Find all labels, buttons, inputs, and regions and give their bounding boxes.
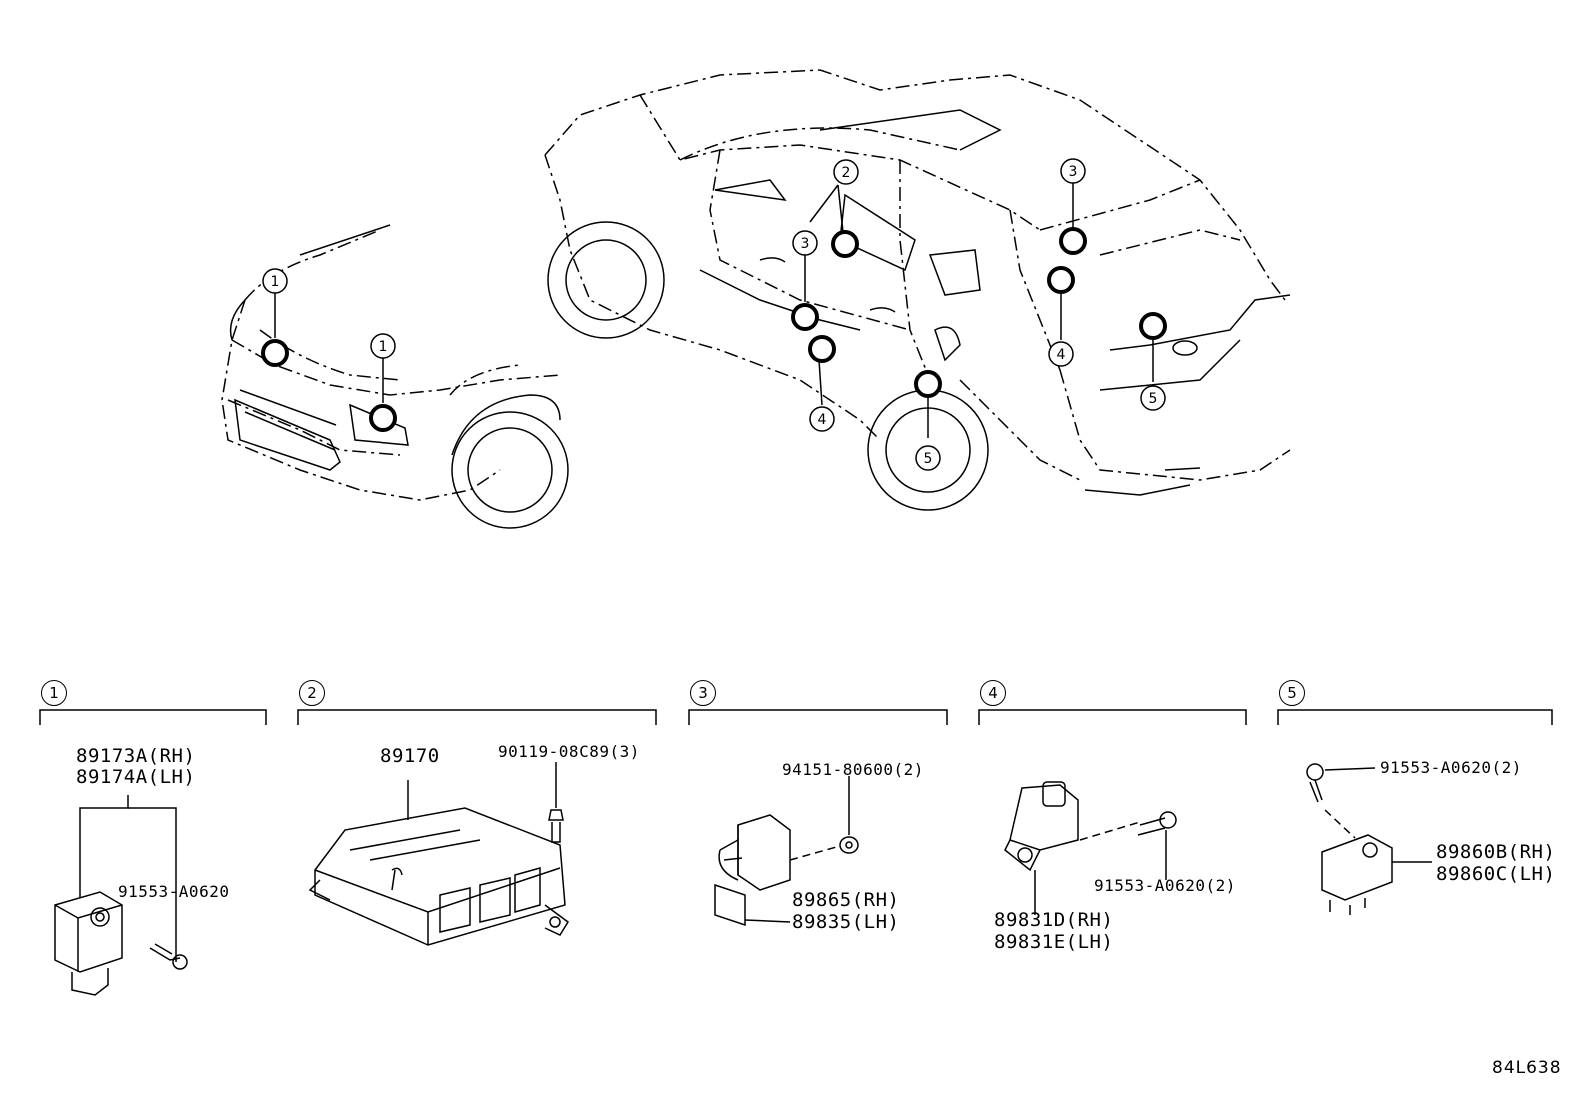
section-4-number: 4 xyxy=(980,680,1006,706)
part-91553-A0620-x2-rear: 91553-A0620(2) xyxy=(1380,758,1522,777)
part-89174A: 89174A(LH) xyxy=(76,766,196,788)
svg-text:4: 4 xyxy=(1057,347,1066,363)
part-89831D: 89831D(RH) xyxy=(994,909,1114,931)
part-89865: 89865(RH) xyxy=(792,889,900,911)
part-89831E: 89831E(LH) xyxy=(994,931,1114,953)
svg-text:3: 3 xyxy=(801,236,810,252)
svg-text:1: 1 xyxy=(379,339,388,355)
section-2-number: 2 xyxy=(299,680,325,706)
section-1-number: 1 xyxy=(41,680,67,706)
part-89170: 89170 xyxy=(380,745,440,767)
svg-text:4: 4 xyxy=(818,412,827,428)
part-89860B: 89860B(RH) xyxy=(1436,841,1556,863)
svg-text:5: 5 xyxy=(1149,391,1158,407)
section-3-number: 3 xyxy=(690,680,716,706)
part-89835: 89835(LH) xyxy=(792,911,900,933)
svg-text:5: 5 xyxy=(924,451,933,467)
part-89860C: 89860C(LH) xyxy=(1436,863,1556,885)
diagram-code: 84L638 xyxy=(1492,1058,1562,1078)
part-91553-A0620: 91553-A0620 xyxy=(118,882,230,901)
section-5-number: 5 xyxy=(1279,680,1305,706)
part-89173A: 89173A(RH) xyxy=(76,745,196,767)
svg-text:3: 3 xyxy=(1069,164,1078,180)
part-94151-80600: 94151-80600(2) xyxy=(782,760,924,779)
part-91553-A0620-x2: 91553-A0620(2) xyxy=(1094,876,1236,895)
svg-text:1: 1 xyxy=(271,274,280,290)
part-90119-08C89: 90119-08C89(3) xyxy=(498,742,640,761)
svg-text:2: 2 xyxy=(842,165,851,181)
